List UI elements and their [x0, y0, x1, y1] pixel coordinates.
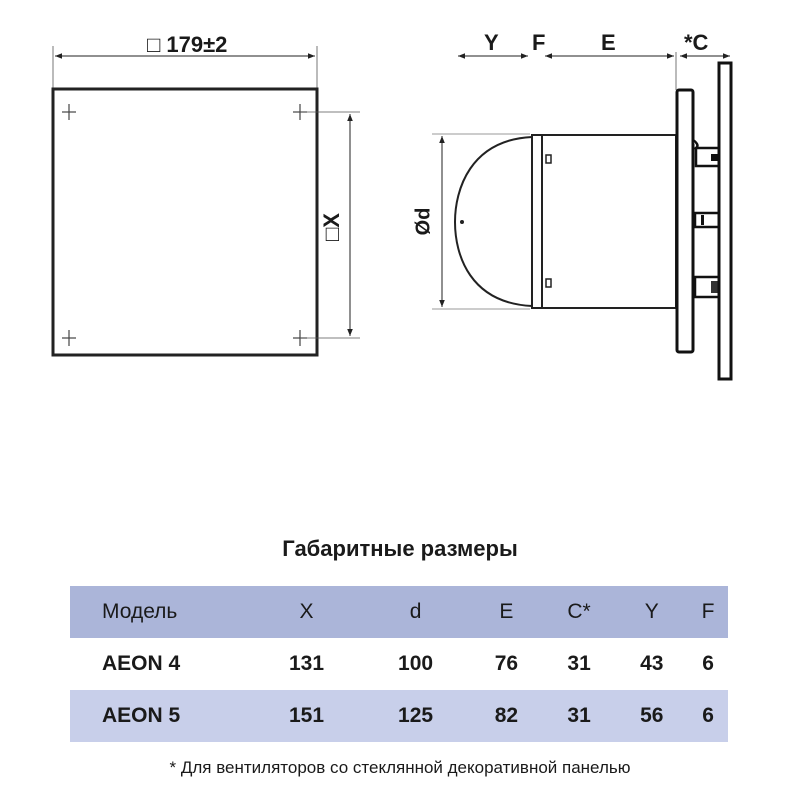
cell-c: 31	[567, 652, 591, 675]
footnote: * Для вентиляторов со стеклянной декорат…	[169, 758, 631, 777]
dimensions-table: Модель X d E C* Y F AEON 4 131 100 76 31…	[70, 586, 728, 742]
dim-label-y: Y	[484, 30, 499, 55]
col-header-c: C*	[567, 600, 591, 623]
panel-width-label: □ 179±2	[147, 32, 228, 57]
cell-f: 6	[702, 704, 714, 727]
diameter-label: Ød	[412, 207, 435, 236]
panel-square	[51, 87, 319, 357]
cell-y: 43	[640, 652, 664, 675]
panel-x-label: □X	[318, 213, 344, 241]
table-title: Габаритные размеры	[282, 536, 518, 561]
side-view	[432, 52, 733, 381]
col-header-d: d	[409, 600, 422, 623]
col-header-model: Модель	[102, 600, 178, 623]
front-view	[51, 46, 360, 357]
dim-label-c: *C	[684, 30, 709, 55]
technical-drawing	[51, 46, 733, 381]
cell-model: AEON 4	[102, 652, 181, 675]
cell-y: 56	[640, 704, 664, 727]
col-header-y: Y	[644, 600, 659, 623]
cell-model: AEON 5	[102, 704, 181, 727]
dim-label-e: E	[601, 30, 616, 55]
table-row: AEON 4 131 100 76 31 43 6	[70, 638, 728, 690]
col-header-x: X	[299, 600, 314, 623]
cell-d: 125	[398, 704, 434, 727]
cell-f: 6	[702, 652, 714, 675]
cell-c: 31	[567, 704, 591, 727]
cell-x: 151	[288, 704, 325, 727]
dim-label-f: F	[532, 30, 546, 55]
cell-x: 131	[288, 652, 325, 675]
table-row: AEON 5 151 125 82 31 56 6	[70, 690, 728, 742]
col-header-e: E	[499, 600, 514, 623]
cell-e: 82	[494, 704, 519, 727]
cell-d: 100	[398, 652, 434, 675]
col-header-f: F	[701, 600, 715, 623]
cell-e: 76	[494, 652, 519, 675]
table-header-row: Модель X d E C* Y F	[70, 586, 728, 638]
